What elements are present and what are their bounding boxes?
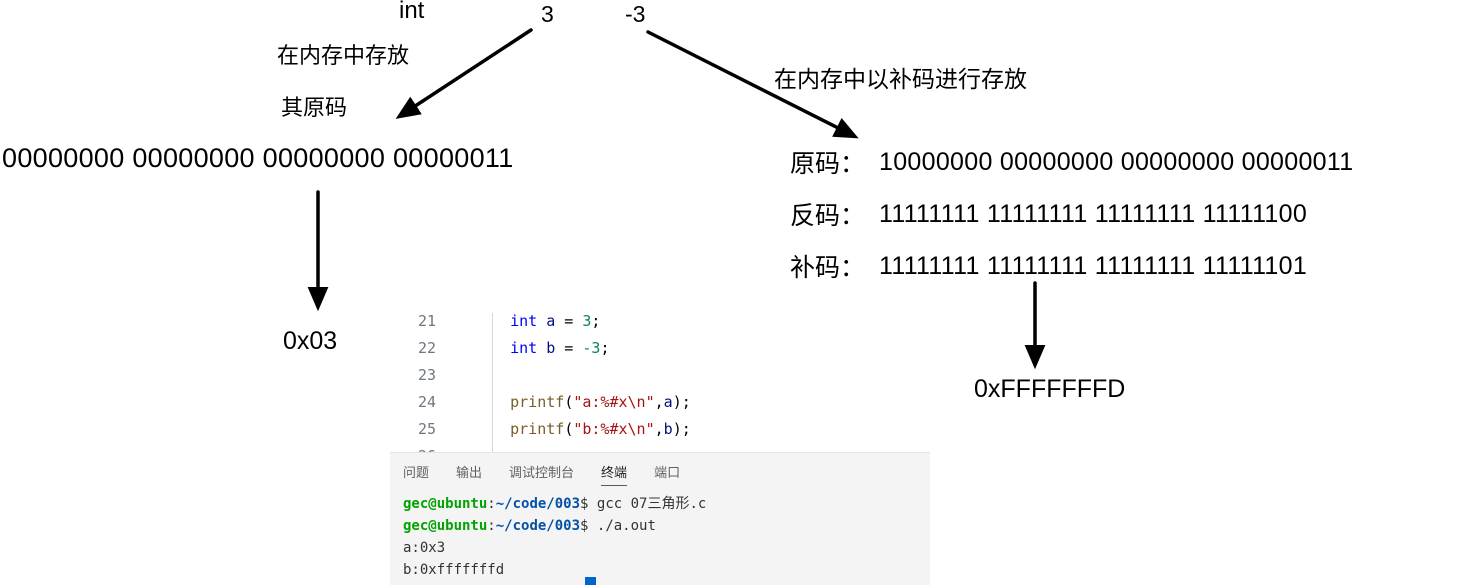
panel-tab-debug-console[interactable]: 调试控制台 — [509, 465, 575, 480]
token-blue: ~/code/003 — [495, 496, 581, 512]
arrow-3-to-binary — [395, 28, 533, 119]
encoding-row: 原码： 10000000 00000000 00000000 00000011 — [790, 136, 1353, 188]
token-num: 3 — [582, 312, 592, 330]
encoding-row: 反码： 11111111 11111111 11111111 11111100 — [790, 188, 1353, 240]
token-plain: : — [487, 518, 496, 534]
encoding-label: 原码： — [790, 150, 866, 178]
value-negative-3: -3 — [625, 1, 646, 27]
token-plain: ( — [564, 393, 574, 411]
code-text: printf("b:%#x\n",b); — [474, 416, 691, 443]
encoding-bits: 11111111 11111111 11111111 11111101 — [879, 251, 1308, 280]
encoding-label: 补码： — [790, 254, 866, 282]
code-line: 22 int b = -3; — [390, 335, 935, 362]
line-number: 22 — [417, 339, 436, 357]
token-plain: : — [487, 496, 496, 512]
hex-value-positive: 0x03 — [283, 327, 338, 355]
indent-guide — [492, 313, 493, 457]
line-number: 25 — [417, 420, 436, 438]
panel-tab-terminal[interactable]: 终端 — [601, 462, 628, 486]
line-number: 21 — [417, 312, 436, 330]
terminal-line: gec@ubuntu:~/code/003$ gcc 07三角形.c — [403, 493, 930, 515]
token-var: b — [546, 339, 556, 357]
token-str: "b:%#x\n" — [573, 420, 655, 438]
value-positive-3: 3 — [541, 1, 554, 27]
token-plain: ( — [564, 420, 574, 438]
encoding-bits: 10000000 00000000 00000000 00000011 — [879, 147, 1354, 176]
token-plain: = — [555, 312, 583, 330]
bottom-panel: 问题输出调试控制台终端端口 gec@ubuntu:~/code/003$ gcc… — [390, 452, 930, 585]
code-text: int b = -3; — [474, 335, 609, 362]
token-plain: , — [654, 393, 664, 411]
token-plain: $ ./a.out — [580, 518, 656, 534]
panel-tab-problems[interactable]: 问题 — [403, 465, 430, 480]
token-plain: = — [555, 339, 583, 357]
token-plain — [537, 339, 546, 357]
token-plain: ; — [591, 312, 601, 330]
line-number: 23 — [417, 366, 436, 384]
token-green: gec@ubuntu — [403, 496, 488, 512]
token-green: gec@ubuntu — [403, 518, 488, 534]
line-number: 24 — [417, 393, 436, 411]
token-var: a — [663, 393, 673, 411]
binary-of-positive-3: 00000000 00000000 00000000 00000011 — [2, 143, 514, 173]
encoding-label: 反码： — [790, 202, 866, 230]
token-plain: ; — [600, 339, 610, 357]
token-plain: b:0xfffffffd — [403, 562, 505, 578]
token-str: "a:%#x\n" — [573, 393, 655, 411]
panel-tab-output[interactable]: 输出 — [456, 465, 483, 480]
token-var: b — [663, 420, 673, 438]
code-text: int a = 3; — [474, 308, 600, 335]
note-original-code: 其原码 — [281, 95, 348, 120]
token-blue: ~/code/003 — [495, 518, 581, 534]
note-stored-as-complement: 在内存中以补码进行存放 — [774, 66, 1027, 92]
token-fn: printf — [510, 393, 565, 411]
code-line: 25 printf("b:%#x\n",b); — [390, 416, 935, 443]
token-plain: ); — [672, 393, 691, 411]
hex-value-negative: 0xFFFFFFFD — [974, 375, 1126, 403]
code-line: 24 printf("a:%#x\n",a); — [390, 389, 935, 416]
token-kw: int — [510, 339, 538, 357]
token-var: a — [546, 312, 556, 330]
token-plain: a:0x3 — [403, 540, 446, 556]
encoding-bits: 11111111 11111111 11111111 11111100 — [879, 199, 1308, 228]
encoding-rows: 原码： 10000000 00000000 00000000 00000011 反码… — [790, 136, 1353, 292]
token-plain: $ gcc 07三角形.c — [580, 496, 707, 512]
token-plain: , — [654, 420, 664, 438]
terminal-line: a:0x3 — [403, 537, 930, 559]
code-text: printf("a:%#x\n",a); — [474, 389, 691, 416]
panel-tab-ports[interactable]: 端口 — [654, 465, 681, 480]
token-fn: printf — [510, 420, 565, 438]
terminal-line: b:0xfffffffd — [403, 559, 930, 581]
token-plain: ); — [672, 420, 691, 438]
encoding-row: 补码： 11111111 11111111 11111111 11111101 — [790, 240, 1353, 292]
int-type-label: int — [399, 0, 425, 24]
note-stored-in-memory: 在内存中存放 — [277, 43, 410, 68]
code-line: 23 — [390, 362, 935, 389]
token-plain — [537, 312, 546, 330]
terminal-line: gec@ubuntu:~/code/003$ ./a.out — [403, 515, 930, 537]
code-line: 21 int a = 3; — [390, 308, 935, 335]
panel-tab-bar: 问题 输出 调试控制台 终端 端口 — [390, 453, 930, 486]
token-num: -3 — [582, 339, 601, 357]
terminal-cursor — [585, 577, 596, 585]
token-kw: int — [510, 312, 538, 330]
